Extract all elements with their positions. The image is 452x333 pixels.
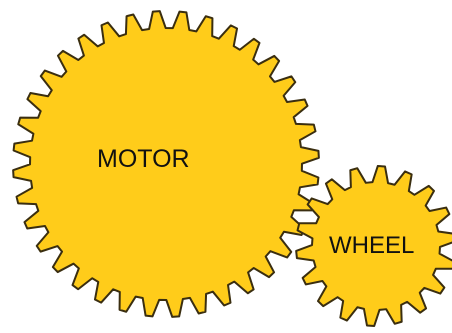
wheel-gear-label: WHEEL	[329, 234, 414, 258]
motor-gear-label: MOTOR	[97, 147, 190, 172]
